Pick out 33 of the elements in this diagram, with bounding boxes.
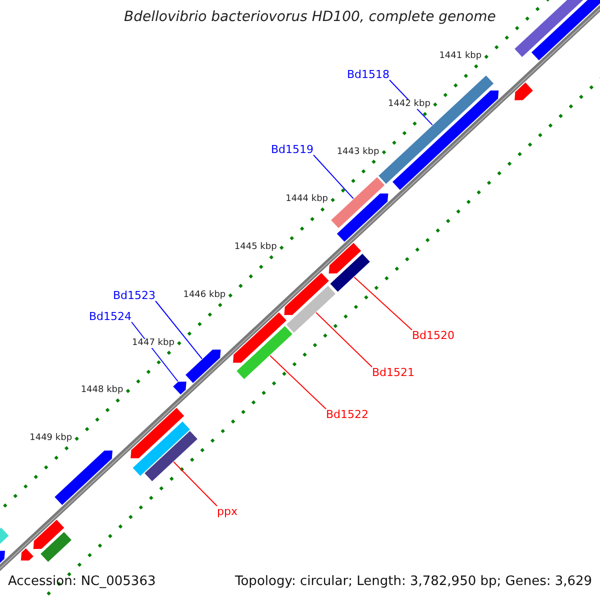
leader-line: [155, 300, 202, 360]
leader-line: [316, 312, 372, 368]
gene-bar: [330, 254, 370, 292]
gene-bar: [236, 326, 292, 380]
gene-label: Bd1523: [113, 290, 156, 301]
leader-line: [313, 154, 354, 200]
gene-label: Bd1522: [326, 409, 369, 420]
position-label: 1442 kbp: [388, 100, 430, 109]
position-label: 1448 kbp: [80, 386, 124, 396]
gene-label: Bd1520: [412, 330, 455, 341]
gene-label: Bd1518: [347, 69, 390, 80]
title: Bdellovibrio bacteriovorus HD100, complete genome: [124, 10, 496, 24]
gene-bar: [173, 382, 186, 395]
position-label: 1447 kbp: [132, 338, 174, 348]
position-label: 1444 kbp: [286, 195, 328, 204]
footer-text: Topology: circular; Length: 3,782,950 bp; Genes: 3,629: [235, 575, 592, 588]
position-label: 1441 kbp: [439, 52, 482, 62]
position-label: 1446 kbp: [183, 290, 226, 300]
position-label: 1449 kbp: [30, 434, 72, 443]
leader-line: [270, 355, 326, 410]
gene-label: ppx: [217, 506, 238, 517]
position-label: 1443 kbp: [336, 148, 380, 157]
gene-bar: [186, 350, 221, 383]
leader-line: [173, 461, 218, 506]
leader-line: [354, 276, 412, 330]
position-label: 1445 kbp: [234, 243, 277, 252]
footer-text: Accession: NC_005363: [8, 575, 156, 588]
gene-bar: [286, 286, 336, 333]
gene-bar: [144, 430, 198, 482]
gene-label: Bd1521: [372, 367, 415, 378]
gene-bar: [331, 177, 385, 228]
gene-label: Bd1519: [271, 144, 314, 155]
gene-label: Bd1524: [89, 311, 132, 322]
